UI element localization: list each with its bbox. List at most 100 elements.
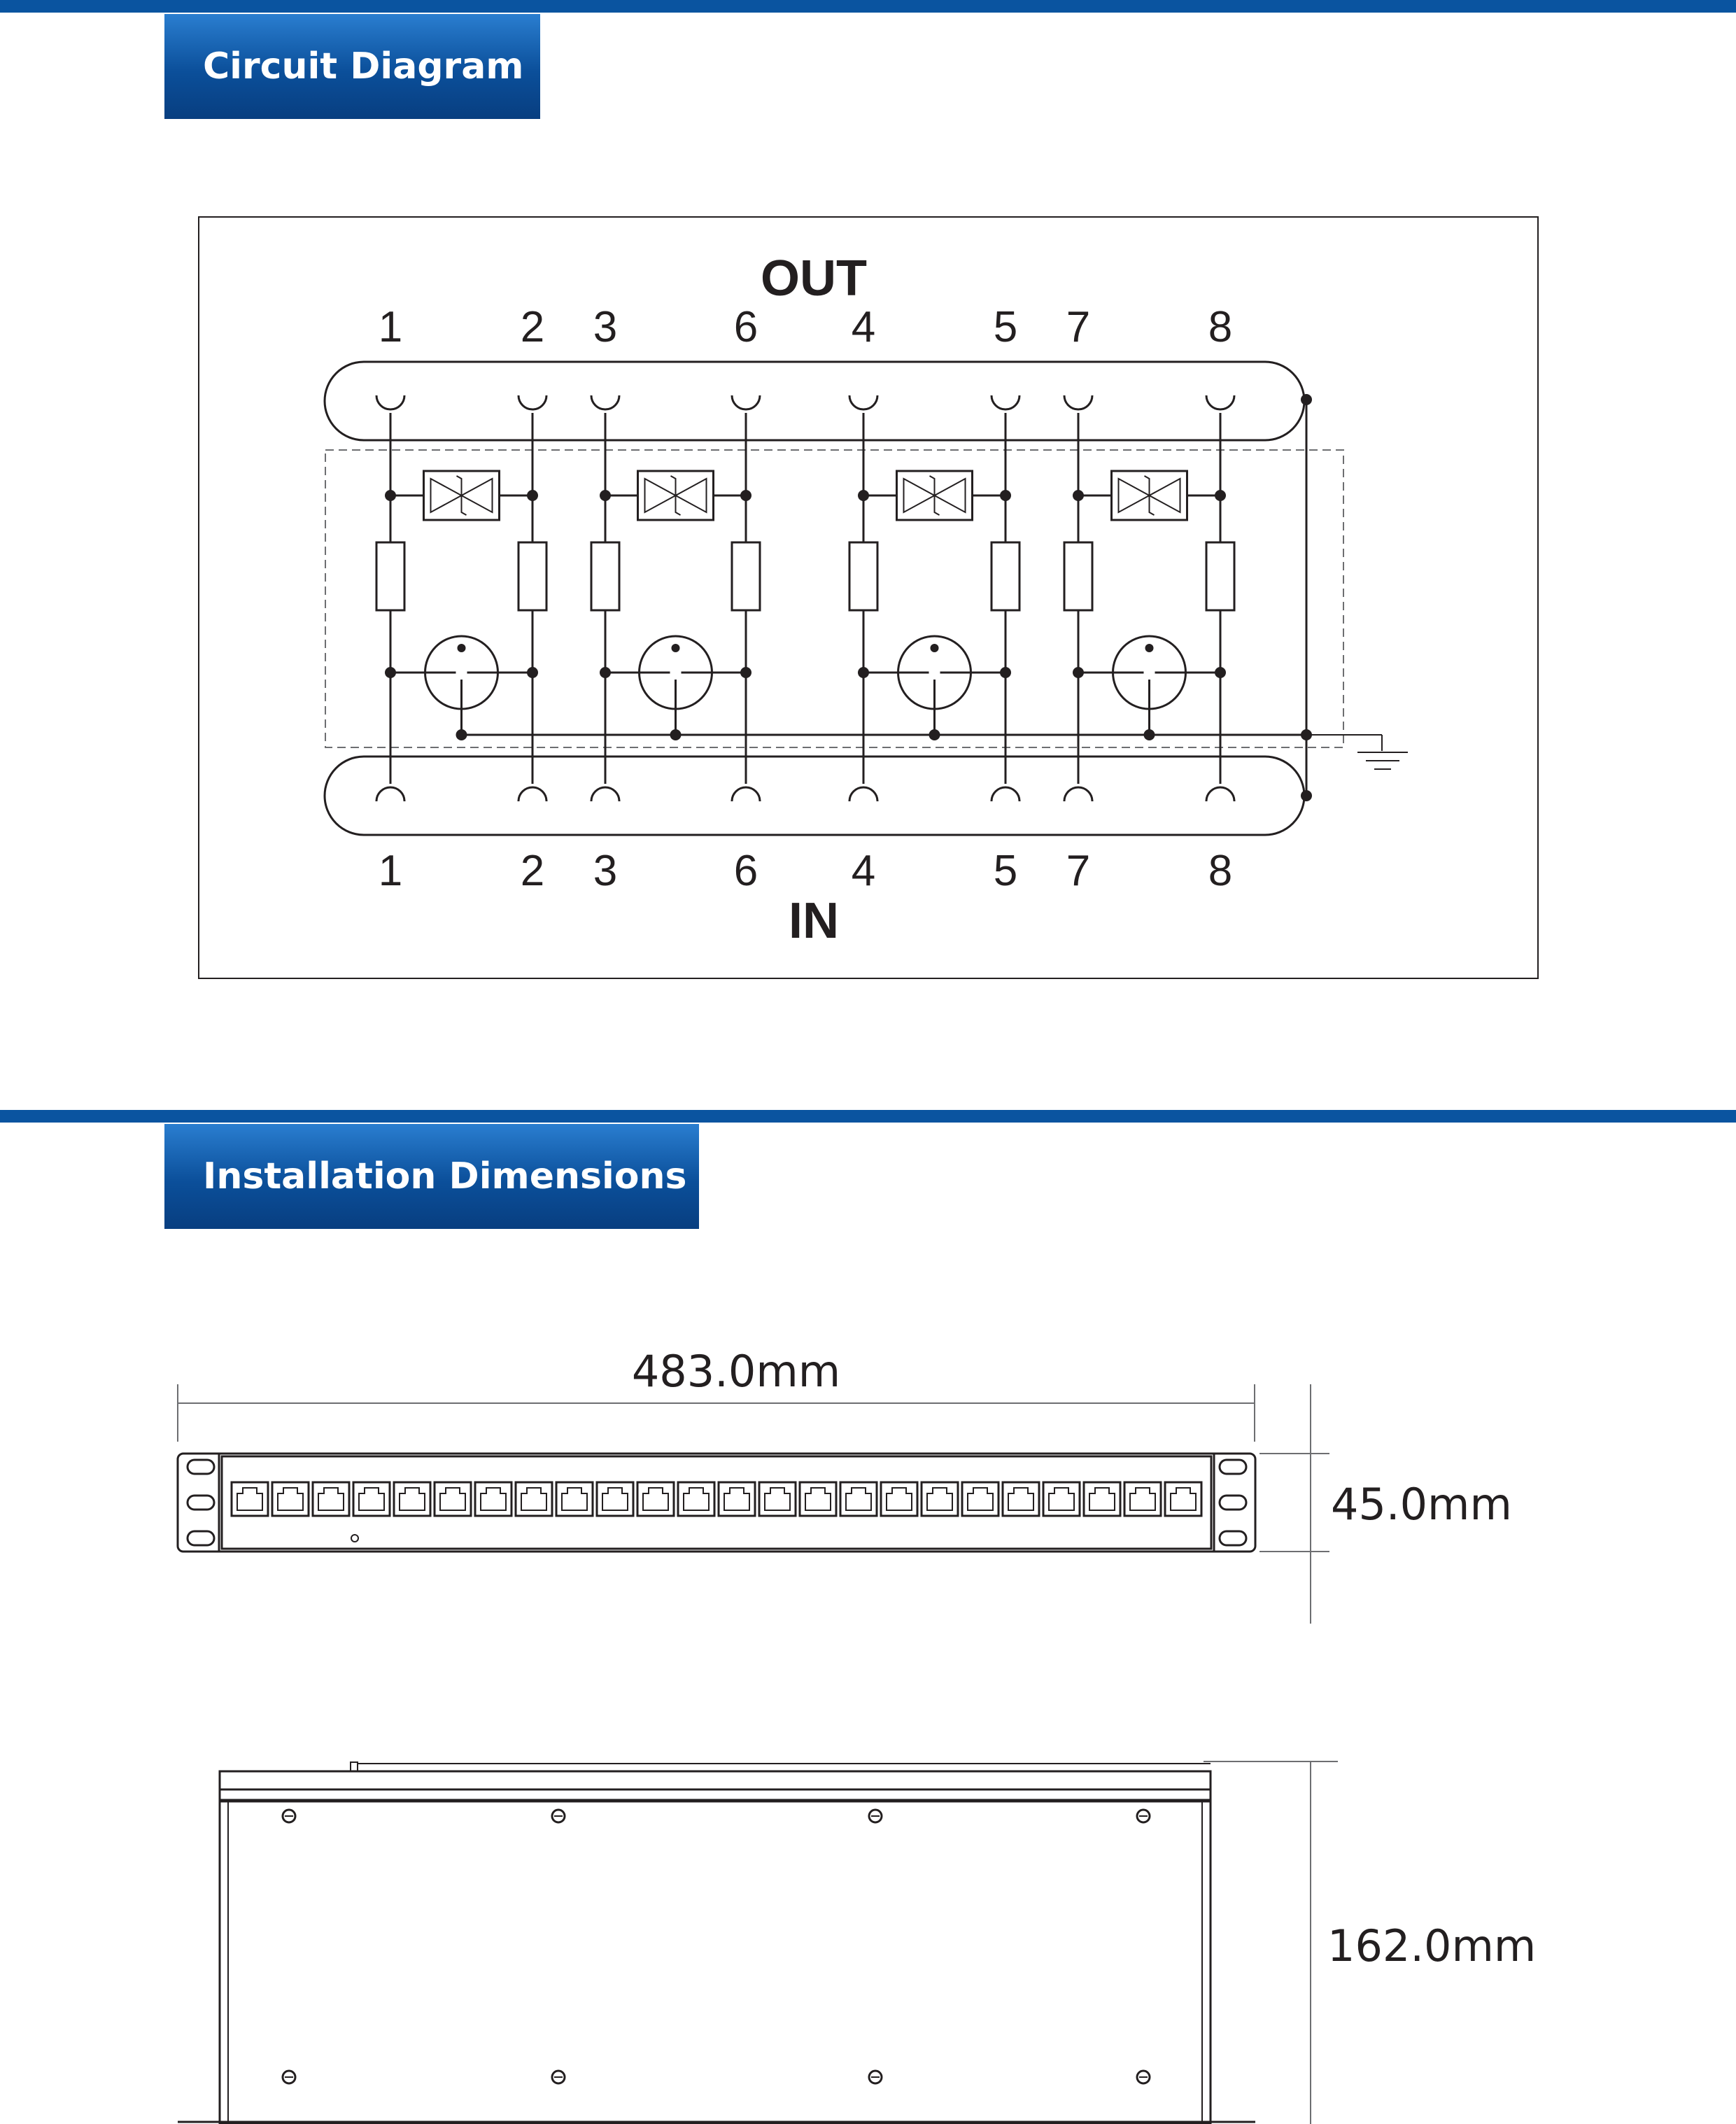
rj45-port — [230, 1481, 269, 1517]
out-pin-label: 5 — [994, 303, 1017, 351]
in-pin-label: 8 — [1208, 847, 1232, 895]
rj45-socket — [1089, 1487, 1115, 1511]
rj45-socket — [358, 1487, 385, 1511]
screw — [551, 2069, 566, 2085]
in-contact — [375, 786, 406, 802]
circuit-frame — [198, 216, 1539, 979]
out-contact — [1063, 395, 1094, 411]
resistor — [848, 541, 879, 612]
rj45-socket — [439, 1487, 466, 1511]
rj45-socket — [277, 1487, 304, 1511]
tvs-symbol — [430, 475, 493, 516]
gdt-dot — [1145, 644, 1154, 652]
screw — [868, 1808, 883, 1824]
rj45-port — [636, 1481, 675, 1517]
screw — [1136, 2069, 1151, 2085]
dimension-lines — [177, 1384, 1338, 2124]
out-contact — [848, 395, 879, 411]
top-view — [178, 1761, 1255, 2124]
rj45-port — [433, 1481, 472, 1517]
in-connector-body — [323, 755, 1306, 836]
rj45-port — [798, 1481, 838, 1517]
in-pin-label: 5 — [994, 847, 1017, 895]
in-pin-label: 1 — [379, 847, 402, 895]
rj45-socket — [1170, 1487, 1197, 1511]
junction-dot — [1143, 729, 1155, 740]
out-pin-label: 6 — [734, 303, 758, 351]
in-contact — [731, 786, 761, 802]
resistor — [517, 541, 548, 612]
out-connector-body — [323, 360, 1306, 442]
in-contact — [848, 786, 879, 802]
rj45-port — [758, 1481, 797, 1517]
resistor — [1205, 541, 1236, 612]
out-contact — [990, 395, 1021, 411]
rj45-port — [474, 1481, 513, 1517]
in-pin-label: 2 — [521, 847, 544, 895]
rj45-port — [352, 1481, 391, 1517]
in-pin-label: 7 — [1066, 847, 1090, 895]
section-divider-bottom — [0, 1110, 1736, 1123]
rj45-socket — [1048, 1487, 1075, 1511]
resistor — [590, 541, 621, 612]
in-pin-label: 6 — [734, 847, 758, 895]
out-contact — [517, 395, 548, 411]
rj45-port — [555, 1481, 594, 1517]
rj45-socket — [886, 1487, 912, 1511]
out-pin-label: 1 — [379, 303, 402, 351]
out-pin-label: 8 — [1208, 303, 1232, 351]
out-pin-label: 3 — [593, 303, 617, 351]
rj45-socket — [521, 1487, 547, 1511]
rj45-port — [514, 1481, 553, 1517]
in-pin-label: 4 — [852, 847, 875, 895]
out-contact — [1205, 395, 1236, 411]
out-pin-label: 4 — [852, 303, 875, 351]
rj45-socket — [967, 1487, 994, 1511]
in-contact — [990, 786, 1021, 802]
installation-dimensions-title: Installation Dimensions — [164, 1124, 699, 1229]
screw — [281, 1808, 297, 1824]
width-dimension: 483.0mm — [632, 1346, 840, 1397]
in-contact — [1205, 786, 1236, 802]
rj45-socket — [1008, 1487, 1034, 1511]
resistor — [990, 541, 1021, 612]
rj45-port — [393, 1481, 432, 1517]
rj45-port — [920, 1481, 959, 1517]
rj45-port — [1042, 1481, 1081, 1517]
rj45-socket — [480, 1487, 507, 1511]
gdt-dot — [457, 644, 466, 652]
rj45-socket — [318, 1487, 344, 1511]
out-contact — [590, 395, 621, 411]
rj45-port — [717, 1481, 756, 1517]
resistor — [1063, 541, 1094, 612]
rj45-socket — [1129, 1487, 1156, 1511]
height-dimension: 45.0mm — [1331, 1479, 1512, 1530]
rj45-port — [677, 1481, 716, 1517]
out-pin-label: 2 — [521, 303, 544, 351]
tvs-symbol — [903, 475, 966, 516]
rj45-port — [1123, 1481, 1162, 1517]
rj45-socket — [764, 1487, 791, 1511]
rj45-port — [880, 1481, 919, 1517]
out-label: OUT — [761, 251, 867, 307]
protection-module-boundary — [325, 449, 1344, 748]
rj45-port — [311, 1481, 351, 1517]
rj45-socket — [642, 1487, 669, 1511]
out-pin-label: 7 — [1066, 303, 1090, 351]
junction-dot — [929, 729, 940, 740]
rj45-socket — [683, 1487, 710, 1511]
rj45-socket — [399, 1487, 425, 1511]
rj45-port — [1164, 1481, 1203, 1517]
mounting-screws — [281, 1808, 1151, 2085]
rj45-port — [1082, 1481, 1122, 1517]
rj45-socket — [805, 1487, 831, 1511]
screw — [1136, 1808, 1151, 1824]
rj45-port — [839, 1481, 878, 1517]
resistor — [731, 541, 761, 612]
rj45-socket — [926, 1487, 953, 1511]
rj45-socket — [561, 1487, 588, 1511]
in-contact — [517, 786, 548, 802]
out-contact — [375, 395, 406, 411]
